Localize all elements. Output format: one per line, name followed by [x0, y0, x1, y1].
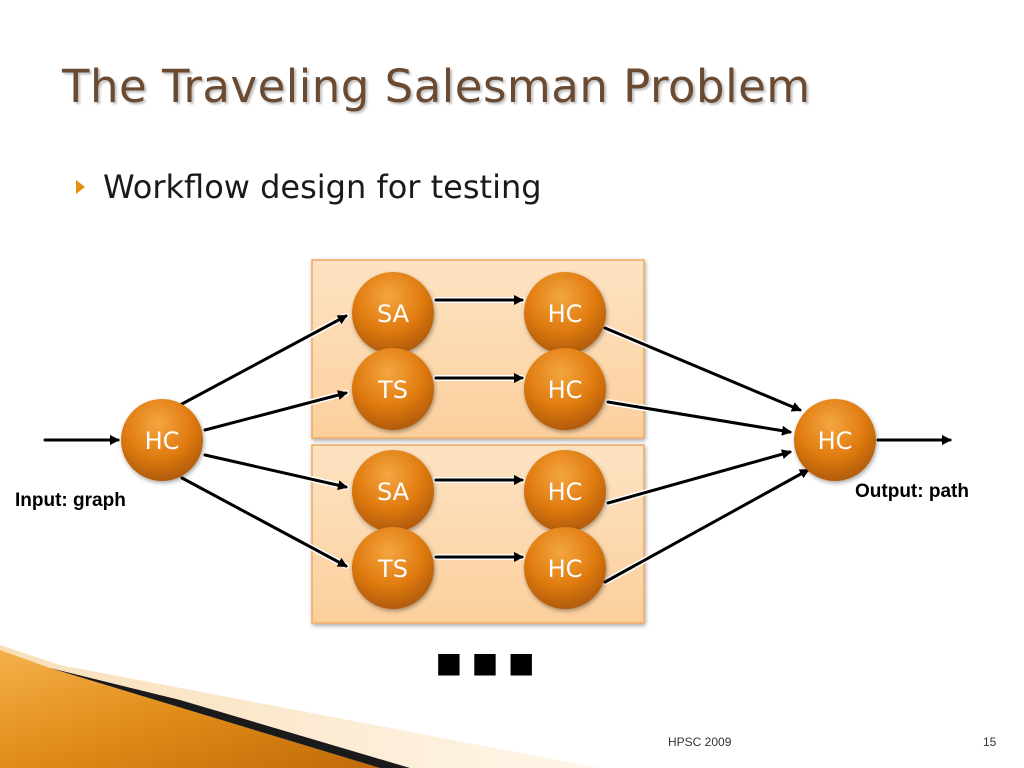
slide-title: The Traveling Salesman Problem [62, 60, 811, 113]
arrow-hc-to-bottom-ts [180, 476, 348, 568]
node-label: TS [377, 555, 408, 583]
node-bottom-ts-hc: HC [524, 527, 606, 609]
bullet-text: Workflow design for testing [103, 168, 542, 206]
node-label: HC [145, 427, 180, 455]
node-label: TS [377, 376, 408, 404]
arrows [42, 295, 953, 585]
node-label: HC [548, 376, 583, 404]
node-label: HC [548, 555, 583, 583]
node-label: SA [377, 478, 410, 506]
node-label: SA [377, 300, 410, 328]
footer-center: HPSC 2009 [668, 735, 732, 749]
node-output-hc: HC [794, 399, 876, 481]
node-bottom-ts: TS [352, 527, 434, 609]
page-number: 15 [983, 735, 997, 749]
node-label: HC [818, 427, 853, 455]
triangle-bullet-icon [76, 180, 85, 194]
arrow-top-ts-hc-to-output [606, 400, 792, 436]
node-top-sa: SA [352, 272, 434, 354]
node-top-ts-hc: HC [524, 348, 606, 430]
bullet-item: Workflow design for testing [76, 168, 542, 206]
arrow-hc-to-top-sa [178, 314, 348, 407]
arrow-bottom-sa-hc-to-output [606, 449, 792, 505]
node-label: HC [548, 300, 583, 328]
node-top-ts: TS [352, 348, 434, 430]
node-top-sa-hc: HC [524, 272, 606, 354]
arrow-hc-to-bottom-sa [203, 453, 348, 491]
output-label: Output: path [855, 481, 969, 502]
node-bottom-sa-hc: HC [524, 450, 606, 532]
arrow-hc-to-top-ts [203, 390, 348, 432]
node-label: HC [548, 478, 583, 506]
arrow-bottom-ts-hc-to-output [603, 468, 810, 584]
node-input-hc: HC [121, 399, 203, 481]
arrow-top-sa-hc-to-output [603, 326, 802, 412]
input-label: Input: graph [15, 490, 126, 511]
node-bottom-sa: SA [352, 450, 434, 532]
continuation-ellipsis: ■ ■ ■ [436, 646, 535, 679]
